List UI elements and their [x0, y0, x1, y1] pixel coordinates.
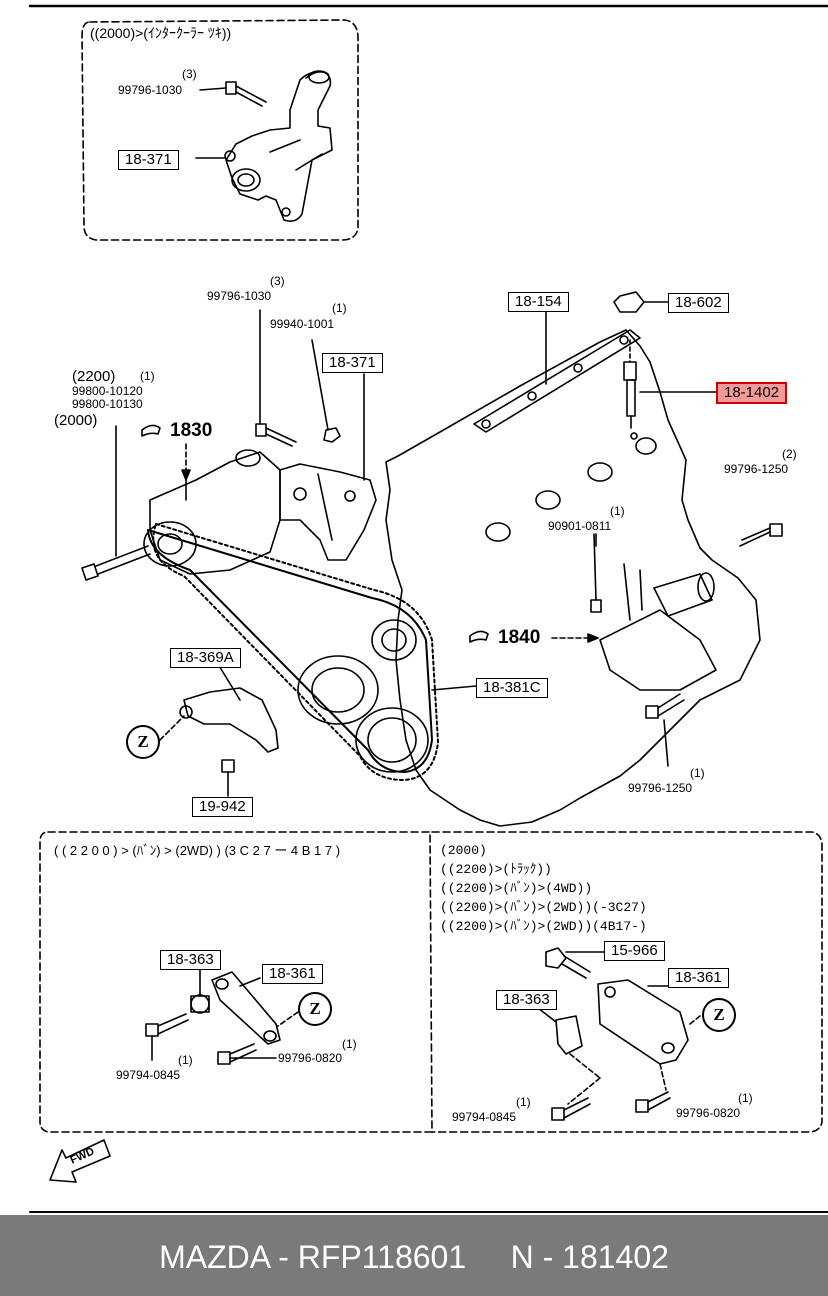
left-variant: (2200)	[72, 368, 116, 385]
engine-block-outline	[385, 329, 761, 827]
inset-bolt-drawing	[199, 81, 267, 107]
bolt-right-part: 99796-1250	[724, 462, 789, 476]
bl-spacer-part[interactable]: 18-363	[160, 950, 221, 970]
br-bolt-b-drawing	[635, 1063, 671, 1113]
br-bolt-a-qty: (1)	[516, 1095, 531, 1109]
bl-bolt-b-qty: (1)	[342, 1037, 357, 1051]
bolt-low-qty: (1)	[690, 766, 705, 780]
rail-part[interactable]: 18-154	[508, 292, 569, 312]
head-rail-drawing	[473, 329, 641, 433]
bl-bolt-a-part: 99794-0845	[116, 1068, 181, 1082]
footer-text: MAZDA - RFP118601 N - 181402	[159, 1239, 669, 1275]
br-condition-3: ((2200)>(ﾊﾞﾝ)>(4WD))	[440, 881, 593, 896]
bolt-right-qty: (2)	[782, 447, 797, 461]
br-bolt-b-part: 99796-0820	[676, 1106, 741, 1120]
br-bolt-top-drawing	[545, 947, 605, 979]
long-bolt-drawing	[81, 425, 151, 581]
main-leaders	[217, 309, 717, 701]
starter-drawing	[599, 563, 717, 691]
nut-qty: (1)	[332, 301, 347, 315]
ref-pointer-icon	[469, 630, 489, 643]
bl-bolt-a-qty: (1)	[178, 1053, 193, 1067]
bolt-low-part: 99796-1250	[628, 781, 693, 795]
z-marker: Z	[126, 725, 160, 759]
left-bolt-b: 99800-10130	[72, 397, 143, 411]
br-spacer-drawing	[537, 1007, 601, 1105]
arrow-1840-head	[587, 633, 599, 643]
br-condition-4: ((2200)>(ﾊﾞﾝ)>(2WD))(-3C27)	[440, 900, 647, 915]
fwd-arrow-icon	[49, 1139, 111, 1183]
br-z-marker: Z	[702, 998, 736, 1032]
inset-bracket-part[interactable]: 18-371	[118, 150, 179, 170]
block-hole	[587, 462, 613, 482]
cap-nut-drawing	[613, 291, 671, 363]
right-bolt-drawing	[739, 523, 783, 547]
bl-bolt-b-drawing	[217, 1043, 277, 1065]
br-bracket-part[interactable]: 18-361	[668, 968, 729, 988]
drive-belt-drawing	[147, 523, 439, 781]
lower-bolt-drawing	[645, 693, 685, 767]
glow-plug-part[interactable]: 18-1402	[716, 382, 788, 404]
bracket-bolt-drawing	[255, 309, 341, 447]
parts-diagram: ((2000)>(ｲﾝﾀｰｸｰﾗｰ ﾂｷ)) (3) 99796-1030 18…	[28, 4, 828, 1213]
arrow-1830-head	[181, 469, 191, 481]
nut-part: 99940-1001	[270, 317, 335, 331]
bl-spacer-drawing	[190, 967, 210, 1014]
inset-condition: ((2000)>(ｲﾝﾀｰｸｰﾗｰ ﾂｷ))	[90, 25, 232, 41]
ref-1830[interactable]: 1830	[170, 420, 213, 441]
br-bolt-b-qty: (1)	[738, 1091, 753, 1105]
diagram-drawing	[28, 4, 828, 1213]
glow-plug-drawing	[623, 361, 638, 440]
bl-arm-part[interactable]: 18-361	[262, 964, 323, 984]
inset-bolt-qty: (3)	[182, 67, 197, 81]
ref-1840[interactable]: 1840	[498, 627, 541, 648]
left-variant-b: (2000)	[54, 412, 98, 429]
footer-bar: MAZDA - RFP118601 N - 181402	[0, 1215, 828, 1296]
sensor-drawing	[590, 533, 602, 613]
tensioner-part[interactable]: 18-369A	[170, 648, 241, 668]
bl-condition: ( ( 2 2 0 0 ) > (ﾊﾞﾝ) > (2WD) ) (3 C 2 7…	[54, 843, 341, 858]
br-condition-2: ((2200)>(ﾄﾗｯｸ))	[440, 862, 552, 877]
belt-part[interactable]: 18-381C	[476, 678, 548, 698]
bracket-bolt-low-drawing	[221, 759, 235, 797]
block-hole	[535, 490, 561, 510]
sensor-qty: (1)	[610, 504, 625, 518]
block-hole	[635, 437, 657, 455]
inset-bolt-part: 99796-1030	[118, 83, 183, 97]
block-hole	[485, 522, 511, 542]
br-bolt-a-part: 99794-0845	[452, 1110, 517, 1124]
tensioner-bracket-drawing	[159, 687, 279, 753]
bl-bolt-a-drawing	[145, 1013, 189, 1061]
mount-bracket-drawing	[279, 463, 377, 561]
pulley-drawing	[297, 619, 429, 773]
bl-bolt-b-part: 99796-0820	[278, 1051, 343, 1065]
left-qty: (1)	[140, 369, 155, 383]
bottom-left-frame	[39, 831, 433, 1133]
br-bolt-top-part[interactable]: 15-966	[604, 941, 665, 961]
br-bracket-drawing	[597, 979, 701, 1065]
ref-pointer-icon	[141, 424, 161, 437]
left-bolt-a: 99800-10120	[72, 384, 143, 398]
br-condition-1: (2000)	[440, 843, 487, 858]
bolt-top-part: 99796-1030	[207, 289, 272, 303]
br-spacer-part[interactable]: 18-363	[496, 990, 557, 1010]
bolt-top-qty: (3)	[270, 274, 285, 288]
intercooler-bracket-drawing	[224, 70, 333, 222]
sensor-part: 90901-0811	[548, 519, 612, 533]
bl-z-leader	[277, 1011, 299, 1027]
bl-arm-drawing	[211, 971, 281, 1045]
bl-z-marker: Z	[298, 992, 332, 1026]
cap-part[interactable]: 18-602	[668, 293, 729, 313]
bottom-right-frame	[431, 831, 823, 1133]
bracket-part[interactable]: 18-371	[322, 353, 383, 373]
bracket-low-part[interactable]: 19-942	[192, 797, 253, 817]
top-inset-frame	[81, 19, 359, 241]
br-bolt-a-drawing	[551, 1097, 591, 1121]
br-condition-5: ((2200)>(ﾊﾞﾝ)>(2WD))(4B17-)	[440, 919, 647, 934]
